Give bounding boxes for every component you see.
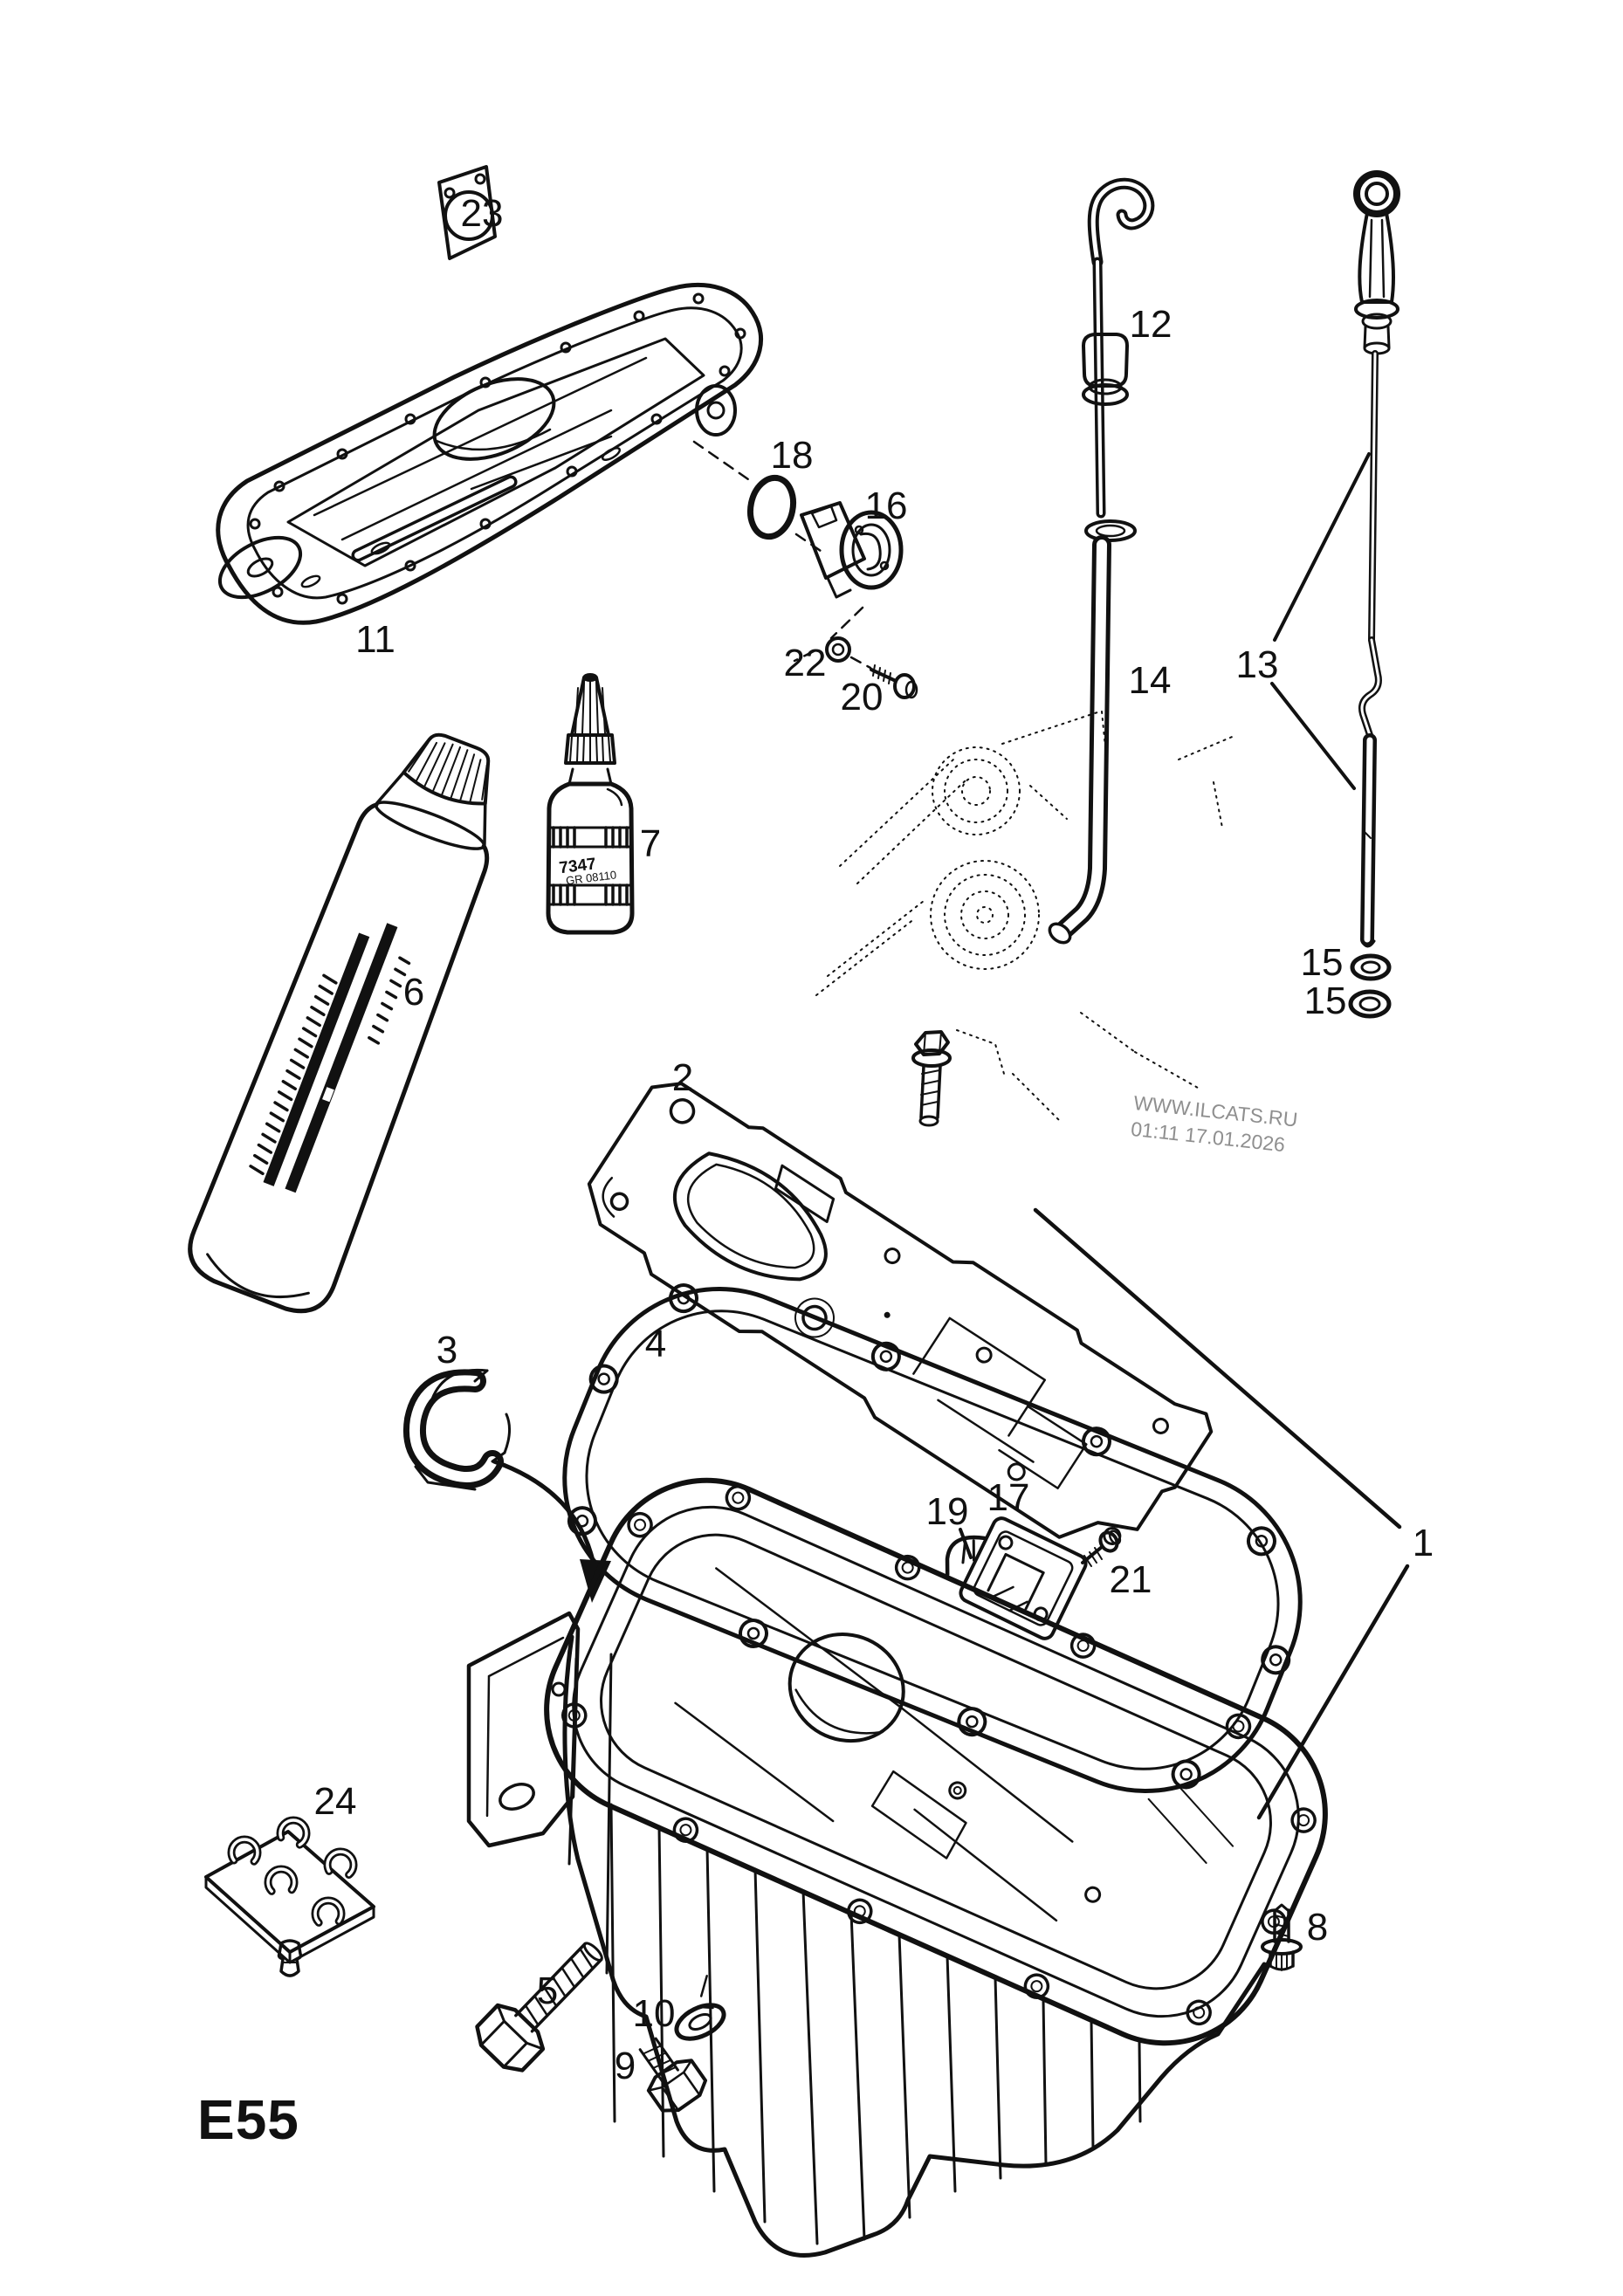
part-label-4: 4 bbox=[644, 1323, 667, 1365]
part-label-10: 10 bbox=[632, 1992, 676, 2035]
engine-block-sketch bbox=[815, 711, 1237, 1124]
oil-pan-upper-drawing bbox=[216, 283, 764, 625]
part-label-21: 21 bbox=[1109, 1558, 1152, 1601]
part-label-13: 13 bbox=[1235, 643, 1279, 686]
part-label-20: 20 bbox=[840, 676, 884, 718]
flange-bolt-drawing bbox=[475, 1942, 603, 2073]
rubber-plug-drawing bbox=[403, 1368, 511, 1491]
pipe-clip-set-drawing bbox=[204, 1816, 375, 1977]
sealant-bottle-drawing: 7347 GR 08110 bbox=[546, 673, 635, 935]
part-label-11: 11 bbox=[355, 618, 395, 661]
dipstick-tube-drawing bbox=[1048, 519, 1137, 945]
part-label-12: 12 bbox=[1129, 303, 1173, 346]
part-label-1: 1 bbox=[1412, 1522, 1434, 1564]
oring-drawing bbox=[746, 474, 797, 540]
part-label-24: 24 bbox=[313, 1780, 357, 1823]
sensor-screw-drawing bbox=[870, 664, 918, 699]
part-label-18: 18 bbox=[770, 434, 814, 477]
baffle-bolt-drawing bbox=[911, 1030, 952, 1127]
sealing-ring-drawings bbox=[1348, 953, 1392, 1019]
drain-plug-drawing bbox=[638, 2037, 708, 2113]
part-label-7: 7 bbox=[639, 822, 662, 865]
oil-pan-lower-drawing bbox=[466, 1477, 1328, 2258]
part-label-8: 8 bbox=[1306, 1906, 1329, 1949]
page-code: E55 bbox=[197, 2088, 299, 2151]
part-label-17: 17 bbox=[987, 1476, 1030, 1519]
part-label-6: 6 bbox=[402, 971, 425, 1014]
drain-washer-drawing bbox=[674, 1975, 726, 2041]
sensor-nut-drawing bbox=[825, 636, 851, 663]
leader-lines-13 bbox=[1270, 452, 1371, 790]
part-label-15a: 15 bbox=[1300, 941, 1344, 984]
part-label-14: 14 bbox=[1128, 659, 1172, 702]
part-label-3: 3 bbox=[436, 1329, 458, 1371]
oil-level-sensor-drawing bbox=[800, 501, 904, 599]
part-label-5: 5 bbox=[536, 1969, 559, 2012]
sealant-tube-drawing bbox=[188, 732, 491, 1314]
part-label-16: 16 bbox=[864, 485, 908, 527]
pan-bracket-drawing bbox=[945, 1516, 1088, 1640]
part-label-9: 9 bbox=[614, 2045, 636, 2087]
baffle-plate-drawing bbox=[587, 1082, 1214, 1545]
bottle-label-line1: 7347 bbox=[558, 855, 597, 877]
part-label-19: 19 bbox=[925, 1490, 969, 1533]
leader-line-19 bbox=[959, 1528, 973, 1559]
pan-gasket-drawing bbox=[562, 1283, 1303, 1794]
dipstick-front-drawing bbox=[1082, 177, 1155, 519]
pan-screw-drawing bbox=[1261, 1903, 1303, 1971]
part-label-23: 23 bbox=[460, 192, 504, 235]
part-label-15b: 15 bbox=[1303, 980, 1347, 1022]
leader-lines-1 bbox=[1033, 1207, 1410, 1820]
part-label-2: 2 bbox=[671, 1056, 694, 1099]
bracket-screw-drawing bbox=[1081, 1530, 1122, 1567]
assembly-dashed-leaders bbox=[692, 440, 872, 670]
pump-gasket-drawing bbox=[437, 165, 497, 260]
part-label-22: 22 bbox=[783, 642, 827, 684]
bottle-label-line2: GR 08110 bbox=[565, 868, 617, 887]
dipstick-rear-drawing bbox=[1353, 170, 1400, 948]
